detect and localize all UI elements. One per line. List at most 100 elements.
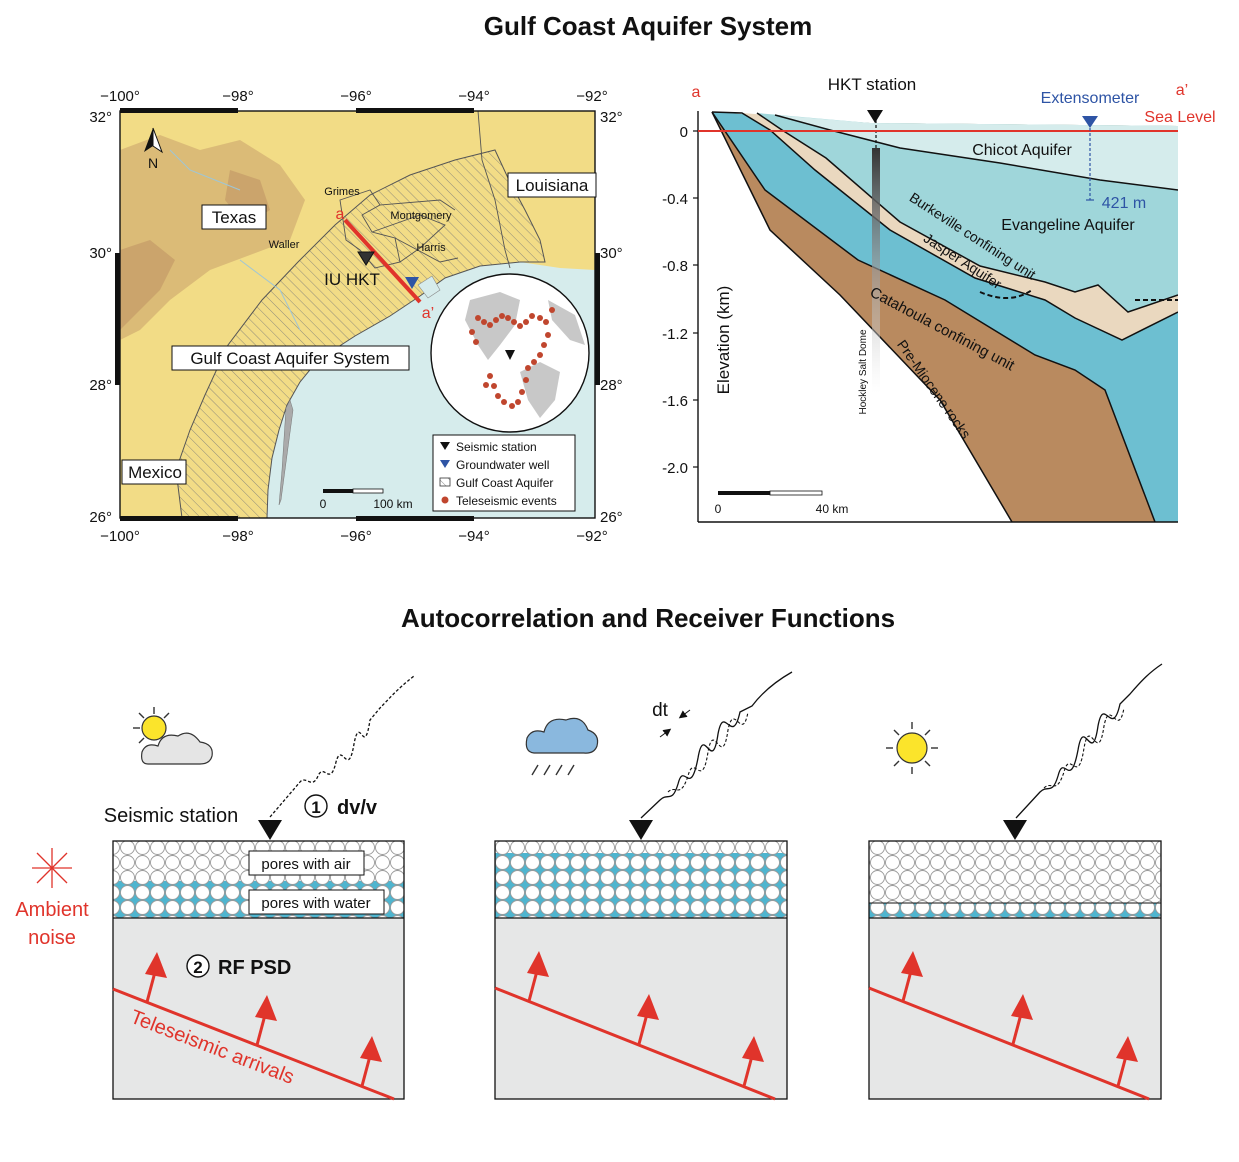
y-tick-4: -1.6 bbox=[662, 393, 688, 410]
hkt-label: HKT station bbox=[828, 75, 917, 94]
dvv-number-circle bbox=[304, 794, 328, 818]
lat-tick-left-1: 30° bbox=[89, 245, 112, 262]
county-harris: Harris bbox=[416, 242, 446, 254]
arrival-arrows-1 bbox=[145, 952, 382, 1087]
coastline-islands bbox=[278, 399, 294, 506]
basement-contact bbox=[711, 111, 1013, 522]
pores-air-box bbox=[248, 850, 365, 876]
texas-box bbox=[201, 204, 267, 230]
lon-tick-top-2: −96° bbox=[340, 88, 371, 105]
lon-tick-bot-4: −92° bbox=[576, 528, 607, 545]
county-grimes: Grimes bbox=[324, 186, 360, 198]
map-legend: Seismic station Groundwater well Gulf Co… bbox=[432, 434, 576, 512]
teleseismic-front-1 bbox=[112, 987, 395, 1101]
chicot-contact bbox=[774, 114, 1178, 191]
station-3-icon bbox=[1003, 820, 1027, 840]
texas-label: Texas bbox=[212, 208, 256, 227]
y-tick-5: -2.0 bbox=[662, 460, 688, 477]
cross-section-panel: 0 -0.4 -0.8 -1.2 -1.6 -2.0 Elevation (km… bbox=[662, 75, 1216, 523]
rain-cloud-icon bbox=[525, 717, 599, 776]
pores-water-box bbox=[248, 889, 385, 915]
legend-station: Seismic station bbox=[456, 440, 537, 454]
sea-level-label: Sea Level bbox=[1144, 109, 1215, 126]
legend-aquifer-icon bbox=[439, 477, 451, 487]
seismic-station-label: Seismic station bbox=[104, 805, 239, 827]
panel-1: pores with air pores with water 2 RF PSD… bbox=[112, 820, 405, 1101]
incoming-wave-3-dashed bbox=[1043, 707, 1125, 789]
section-start-label: a bbox=[336, 206, 345, 223]
teleseismic-events bbox=[469, 307, 555, 409]
jasper-contact bbox=[711, 111, 1178, 341]
aquifer-label: Gulf Coast Aquifer System bbox=[190, 349, 389, 368]
lon-tick-top-0: −100° bbox=[100, 88, 140, 105]
county-montgomery: Montgomery bbox=[390, 210, 452, 222]
mountain-relief bbox=[120, 135, 305, 340]
unit-evangeline: Evangeline Aquifer bbox=[1001, 217, 1135, 234]
y-axis-label: Elevation (km) bbox=[714, 286, 733, 395]
map-scale-end: 100 km bbox=[373, 497, 412, 511]
mexico-box bbox=[121, 459, 187, 485]
y-tick-2: -0.8 bbox=[662, 258, 688, 275]
map-scale-bar: 0 100 km bbox=[320, 488, 413, 511]
bay-galveston bbox=[417, 275, 441, 299]
relief-ridges bbox=[120, 170, 270, 330]
lat-tick-right-3: 26° bbox=[600, 509, 623, 526]
teleseismic-front-3 bbox=[868, 986, 1150, 1101]
arrival-arrows-3 bbox=[901, 951, 1138, 1087]
incoming-wave-2-dashed bbox=[667, 711, 749, 793]
station-label: IU HKT bbox=[324, 270, 380, 289]
extensometer-icon bbox=[1082, 116, 1098, 128]
lon-tick-top-1: −98° bbox=[222, 88, 253, 105]
lon-tick-bot-0: −100° bbox=[100, 528, 140, 545]
unit-chicot: Chicot Aquifer bbox=[972, 142, 1072, 159]
catahoula-contact bbox=[711, 111, 1156, 522]
dvv-label: dv/v bbox=[337, 797, 378, 819]
lat-tick-left-3: 26° bbox=[89, 509, 112, 526]
lat-tick-right-1: 30° bbox=[600, 245, 623, 262]
legend-station-icon bbox=[440, 442, 450, 450]
top-title: Gulf Coast Aquifer System bbox=[484, 11, 812, 41]
burkeville-contact bbox=[756, 112, 1178, 313]
section-corner-a: a bbox=[692, 84, 701, 101]
panel-2 bbox=[494, 820, 788, 1101]
pores-water-label: pores with water bbox=[261, 895, 370, 912]
bottom-title: Autocorrelation and Receiver Functions bbox=[401, 603, 895, 633]
rfpsd-number-circle bbox=[186, 954, 210, 978]
globe-inset bbox=[430, 273, 590, 433]
section-scale-zero: 0 bbox=[715, 502, 722, 516]
lon-tick-bot-3: −94° bbox=[458, 528, 489, 545]
teleseismic-front-2 bbox=[494, 986, 776, 1101]
louisiana-label: Louisiana bbox=[516, 176, 589, 195]
incoming-wave-3 bbox=[1015, 663, 1163, 819]
lon-tick-bot-2: −96° bbox=[340, 528, 371, 545]
frame-ticks bbox=[115, 108, 600, 521]
map-panel: −100° −98° −96° −94° −92° −100° −98° −96… bbox=[89, 88, 622, 545]
dvv-number: 1 bbox=[311, 798, 320, 817]
rfpsd-number: 2 bbox=[193, 958, 202, 977]
louisiana-box bbox=[507, 172, 597, 198]
state-border bbox=[477, 111, 511, 269]
north-label: N bbox=[148, 155, 158, 171]
legend-events: Teleseismic events bbox=[456, 494, 557, 508]
ambient-noise-line2: noise bbox=[28, 927, 76, 949]
incoming-wave-1 bbox=[269, 675, 415, 818]
y-tick-1: -0.4 bbox=[662, 191, 688, 208]
extensometer-label: Extensometer bbox=[1041, 90, 1140, 107]
y-axis-ticks bbox=[693, 130, 698, 468]
section-scale-bar: 0 40 km bbox=[715, 490, 848, 516]
county-lines bbox=[339, 189, 459, 269]
pores-air-label: pores with air bbox=[261, 856, 350, 873]
y-tick-0: 0 bbox=[680, 124, 688, 141]
map-scale-zero: 0 bbox=[320, 497, 327, 511]
aquifer-box bbox=[171, 345, 410, 371]
incoming-wave-2 bbox=[640, 671, 793, 819]
arrival-arrows-2 bbox=[527, 951, 764, 1087]
section-line bbox=[343, 218, 422, 304]
sun-icon bbox=[886, 722, 938, 774]
station-1-icon bbox=[258, 820, 282, 840]
lat-tick-left-0: 32° bbox=[89, 109, 112, 126]
legend-events-icon bbox=[441, 496, 449, 504]
lon-tick-top-3: −94° bbox=[458, 88, 489, 105]
layer-chicot bbox=[775, 115, 1178, 190]
